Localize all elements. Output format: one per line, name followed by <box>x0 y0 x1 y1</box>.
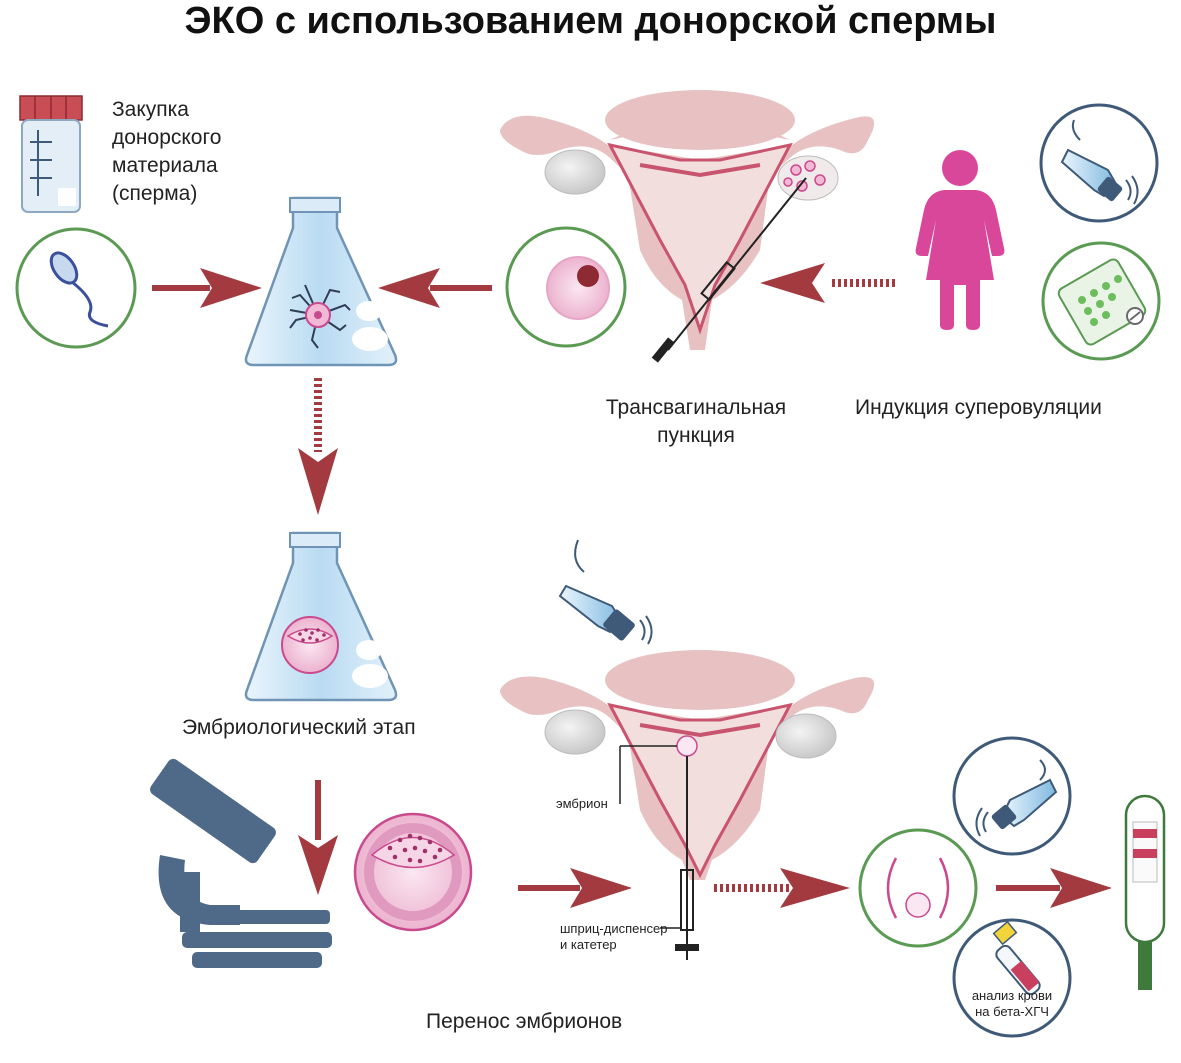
arrow-flask-to-embryo-flask <box>298 378 338 515</box>
blood-test-label-line-2: на бета-ХГЧ <box>975 1004 1049 1019</box>
ultrasound-probe-icon <box>558 539 653 645</box>
purchase-label-line-2: донорского <box>112 126 222 149</box>
transfer-label: Перенос эмбрионов <box>426 1010 623 1033</box>
fertilization-flask-icon <box>244 196 398 367</box>
ultrasound-check-circle <box>952 736 1072 856</box>
diagram-title: ЭКО с использованием донорской спермы <box>184 0 997 42</box>
puncture-label-line-2: пункция <box>657 424 735 447</box>
arrow-induction-to-puncture <box>760 263 898 303</box>
blood-test-label-line-1: анализ крови <box>971 988 1053 1003</box>
uterus-puncture-illustration <box>500 90 875 363</box>
embryo-culture-flask-icon <box>244 531 398 702</box>
sperm-cell-circle <box>15 227 137 349</box>
microscope-icon <box>150 758 332 968</box>
blastocyst-illustration <box>353 812 473 932</box>
sperm-container-icon <box>19 95 83 213</box>
arrow-sperm-to-flask <box>152 268 262 308</box>
purchase-label-line-4: (сперма) <box>112 182 198 205</box>
oocyte-circle <box>505 226 627 348</box>
induction-label: Индукция суперовуляции <box>855 396 1102 419</box>
syringe-label-line-1: шприц-диспенсер <box>560 921 668 936</box>
blood-test-circle <box>952 918 1072 1038</box>
ultrasound-probe-circle <box>1039 103 1159 223</box>
puncture-label-line-1: Трансвагинальная <box>605 396 787 419</box>
syringe-label-line-2: и катетер <box>560 937 617 952</box>
hormone-pills-circle <box>1041 241 1161 361</box>
syringe-label: шприц-диспенсер и катетер <box>560 921 668 953</box>
uterus-transfer-illustration <box>500 650 875 960</box>
arrow-to-pregnancy-test <box>996 868 1112 908</box>
arrow-to-microscope <box>298 780 338 895</box>
woman-icon <box>915 150 1005 330</box>
arrow-transfer-to-implantation <box>714 868 850 908</box>
embryo-label: эмбрион <box>556 796 608 811</box>
puncture-label: Трансвагинальная пункция <box>583 394 809 450</box>
purchase-label-line-3: материала <box>112 154 218 177</box>
arrow-oocyte-to-flask <box>378 268 492 308</box>
arrow-blastocyst-to-transfer <box>518 868 632 908</box>
implantation-circle <box>858 828 978 948</box>
embryo-stage-label: Эмбриологический этап <box>182 716 416 739</box>
blood-test-label: анализ крови на бета-ХГЧ <box>962 988 1062 1020</box>
pregnancy-test-icon <box>1124 794 1166 990</box>
purchase-label-line-1: Закупка <box>112 98 189 121</box>
purchase-label: Закупка донорского материала (сперма) <box>112 96 221 208</box>
